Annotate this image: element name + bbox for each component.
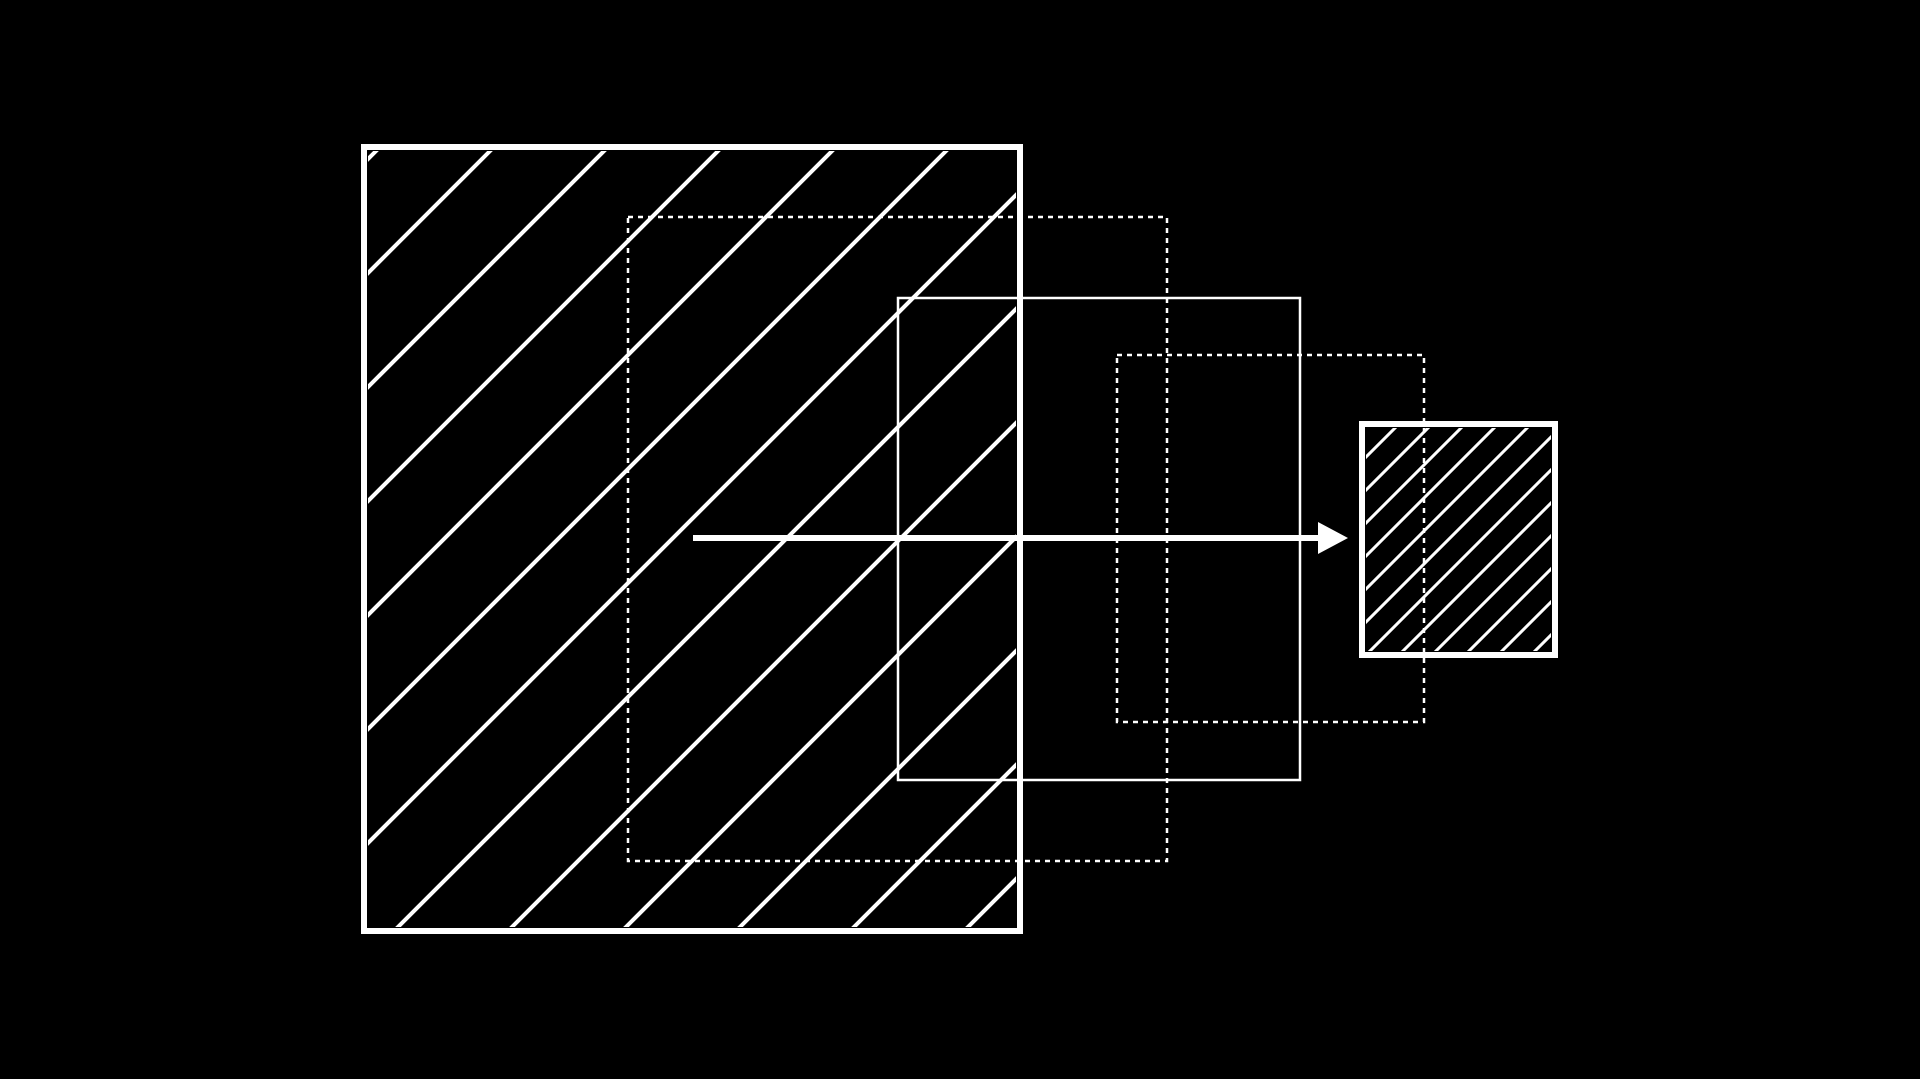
hatch-line bbox=[851, 762, 1016, 927]
hatch-line bbox=[1433, 533, 1551, 651]
hatch-line bbox=[1366, 428, 1464, 526]
hatch-line bbox=[1366, 428, 1431, 493]
hatch-line bbox=[737, 648, 1016, 927]
hatch-line bbox=[368, 151, 949, 732]
hatch-line bbox=[1366, 428, 1530, 592]
hatch-line bbox=[368, 151, 721, 504]
hatch-line bbox=[1499, 599, 1551, 651]
hatch-line bbox=[1367, 467, 1551, 651]
hatch-line bbox=[1466, 566, 1551, 651]
hatch-line bbox=[368, 151, 607, 390]
hatch-line bbox=[368, 151, 835, 618]
hatch-line bbox=[1366, 434, 1551, 625]
hatch-line bbox=[1400, 500, 1551, 651]
hatch-line bbox=[368, 192, 1016, 846]
arrow-head-icon bbox=[1318, 522, 1348, 554]
small-square-hatch bbox=[1366, 428, 1551, 651]
small-hatched-square bbox=[1359, 421, 1558, 658]
hatch-line bbox=[1366, 428, 1497, 559]
